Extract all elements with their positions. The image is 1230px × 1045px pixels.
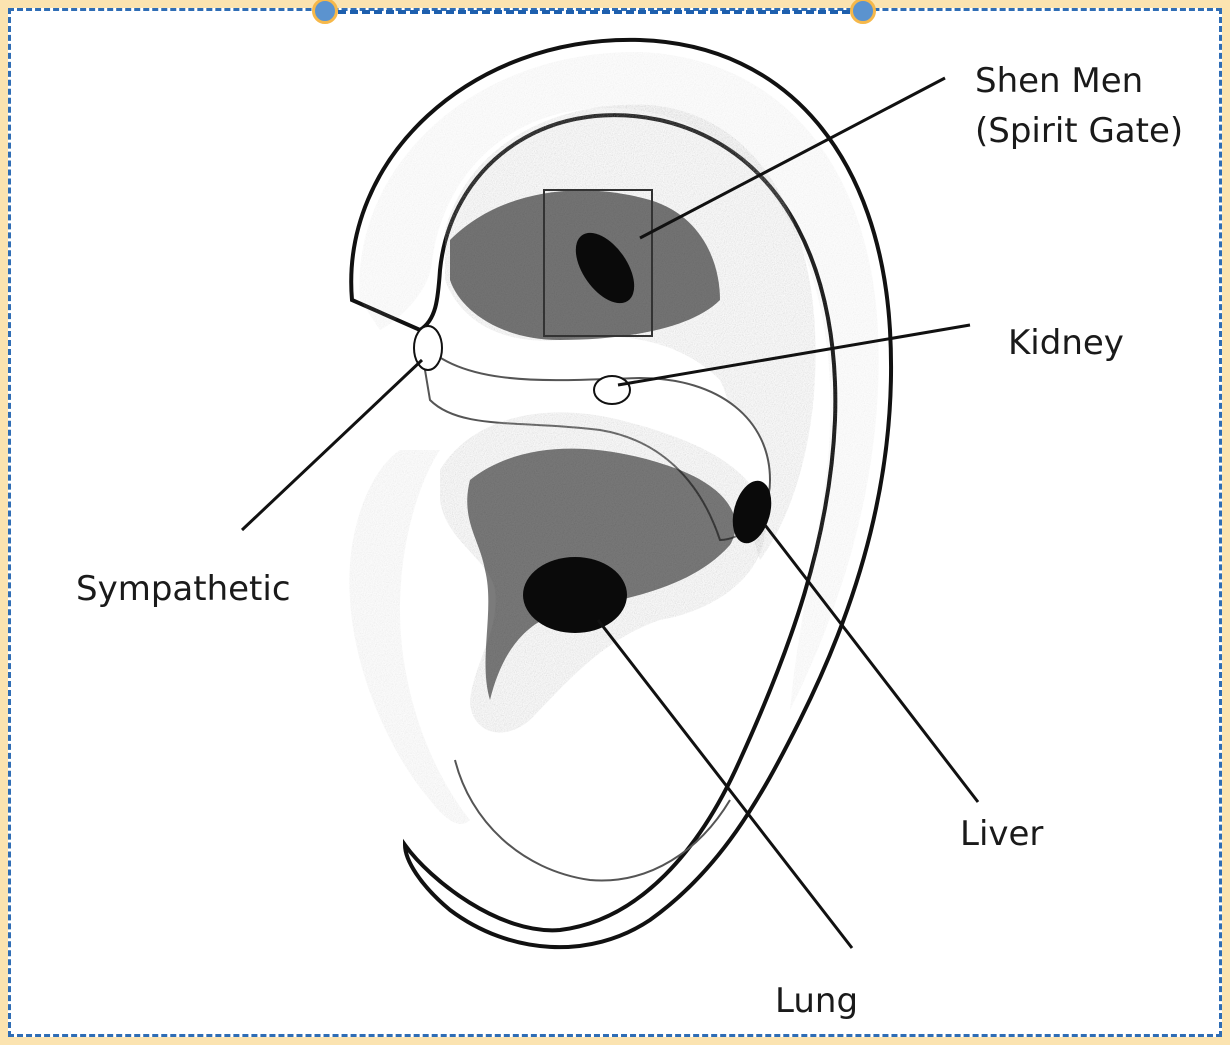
label-shen-men-line2: (Spirit Gate) — [975, 111, 1183, 151]
label-kidney: Kidney — [1008, 323, 1124, 363]
lung-point — [523, 557, 627, 633]
label-lung: Lung — [775, 981, 858, 1021]
label-sympathetic: Sympathetic — [76, 569, 291, 609]
label-shen-men-line1: Shen Men — [975, 61, 1143, 101]
label-liver: Liver — [960, 814, 1043, 854]
kidney-point — [594, 376, 630, 404]
